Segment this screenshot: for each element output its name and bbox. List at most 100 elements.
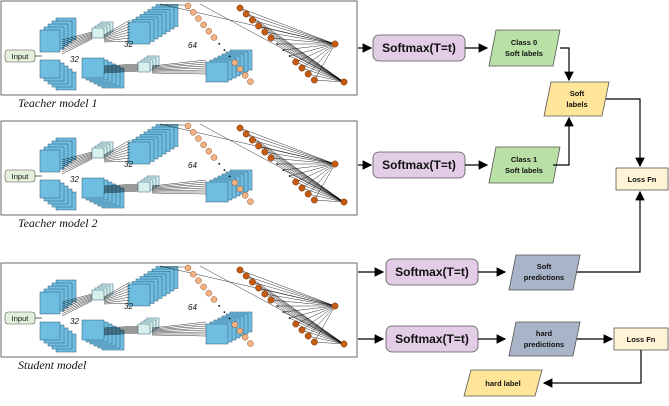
neuron-dark [298,326,306,334]
svg-text:predictions: predictions [524,340,564,349]
ellipsis-dot [218,304,221,307]
kernel-count-b: 32 [124,40,133,49]
neuron-light [210,34,218,41]
neuron-dark [298,184,306,192]
output-neuron [331,160,339,168]
ellipsis-dot [223,311,226,313]
connection-lines [61,124,207,195]
ellipsis-dot [228,175,231,178]
loss-fn-hard: Loss Fn [613,327,669,351]
neuron-light [200,21,207,29]
ellipsis-dot [228,55,231,58]
conv1-upper-stack [39,17,77,53]
neuron-light [210,296,218,303]
ellipsis-dot [282,49,285,51]
neuron-light [200,283,207,291]
ellipsis-dot [288,55,291,57]
neuron-dark [310,196,318,204]
svg-text:Class 1: Class 1 [511,155,537,164]
soft-labels: Soft labels [543,81,610,117]
class-0-soft-labels: Class 0 Soft labels [488,29,561,67]
neuron-dark [255,22,263,30]
teacher-model-2-panel: Input 32 32 64 [0,120,358,216]
neuron-light [241,334,249,341]
neuron-dark [304,70,312,78]
loss-fn-distillation: Loss Fn [615,167,669,191]
output-neuron [331,40,339,48]
ellipsis-dot [276,163,279,165]
svg-text:Input: Input [12,172,30,181]
neuron-dark [242,10,250,18]
student-model-caption: Student model [18,358,87,372]
neuron-dark [236,4,244,12]
ellipsis-dot [276,43,279,45]
connection-lines [61,4,207,75]
neuron-light [236,65,244,73]
conv2-upper-stack [127,124,179,165]
ellipsis-dot [288,317,291,319]
softmax-box-teacher-2: Softmax(T=t) [372,151,466,179]
pool1-lower-stack [137,317,160,335]
neuron-light [195,135,202,142]
neuron-light [205,28,213,35]
kernel-count-c: 64 [188,161,197,170]
neuron-dark [292,320,300,328]
svg-text:Loss Fn: Loss Fn [628,175,657,184]
dense-layers [159,122,348,206]
output-neuron [340,340,348,348]
output-neuron [340,78,348,86]
kernel-count-a: 32 [70,175,79,184]
neuron-dark [292,58,300,66]
conv1-upper-stack [39,137,77,173]
neuron-dark [255,284,263,292]
softmax-box-student-soft: Softmax(T=t) [385,258,479,286]
conv2-lower-stack [81,319,125,351]
neuron-dark [304,190,312,198]
input-box: Input [4,169,36,183]
pool1-upper-stack [91,21,114,39]
neuron-light [184,122,192,130]
softmax-box-student-hard: Softmax(T=t) [385,325,479,353]
ellipsis-dot [282,311,285,313]
neuron-dark [236,124,244,132]
neuron-dark [298,64,306,72]
svg-text:predictions: predictions [524,273,564,282]
neuron-dark [248,136,256,144]
conv2-lower-stack [81,57,125,89]
kernel-count-b: 32 [124,160,133,169]
neuron-light [236,185,244,193]
svg-text:Softmax(T=t): Softmax(T=t) [382,158,456,172]
neuron-dark [261,290,269,298]
neuron-light [205,290,213,297]
conv2-upper-stack [127,4,179,45]
neuron-light [189,9,197,16]
svg-text:Soft: Soft [570,89,585,98]
teacher-model-2-caption: Teacher model 2 [18,216,98,230]
neuron-dark [255,142,263,150]
conv1-upper-stack [39,279,77,315]
neuron-light [231,179,239,186]
kernel-count-c: 64 [188,303,197,312]
neuron-dark [236,266,244,274]
conv1-lower-stack [39,321,77,353]
neuron-light [210,154,218,161]
conv2-lower-stack [81,177,125,209]
soft-predictions: Soft predictions [508,254,581,291]
neuron-light [195,15,202,22]
svg-text:Loss Fn: Loss Fn [627,335,656,344]
svg-text:Class 0: Class 0 [511,38,537,47]
neuron-dark [248,278,256,286]
svg-text:Softmax(T=t): Softmax(T=t) [395,332,469,346]
neuron-light [200,141,207,149]
ellipsis-dot [288,175,291,177]
class-1-soft-labels: Class 1 Soft labels [488,146,561,184]
neuron-light [231,321,239,328]
neuron-dark [310,76,318,84]
neuron-dark [292,178,300,186]
dense-connections [159,3,345,83]
neuron-dark [310,338,318,346]
neuron-light [184,2,192,10]
